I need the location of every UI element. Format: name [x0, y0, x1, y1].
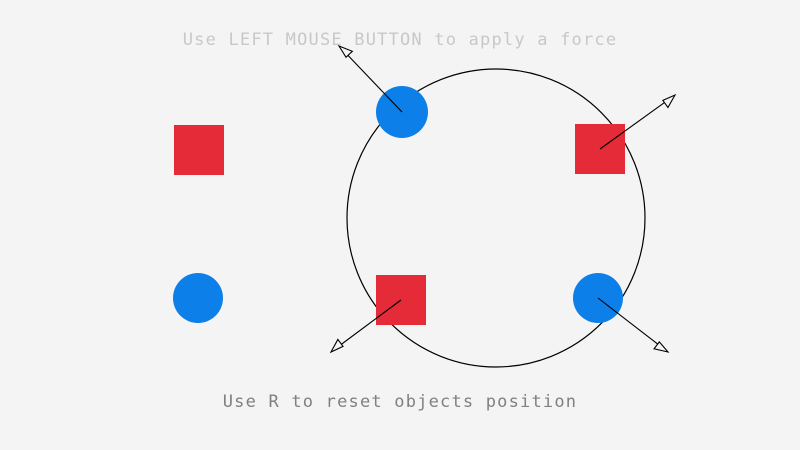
arrowhead-icon: [337, 44, 354, 59]
arrowhead-icon: [653, 341, 670, 353]
force-arrow-square-top-right: [599, 93, 677, 150]
arrowhead-icon: [662, 93, 677, 109]
body-circle-bottom-left[interactable]: [173, 273, 223, 323]
force-arrow-circle-bottom-right: [597, 297, 670, 353]
boundary-circle: [346, 68, 646, 368]
force-arrow-circle-top-center: [337, 44, 403, 113]
force-arrow-square-bottom-center: [329, 299, 402, 354]
body-square-top-left[interactable]: [174, 125, 224, 175]
arrowhead-icon: [329, 338, 344, 354]
